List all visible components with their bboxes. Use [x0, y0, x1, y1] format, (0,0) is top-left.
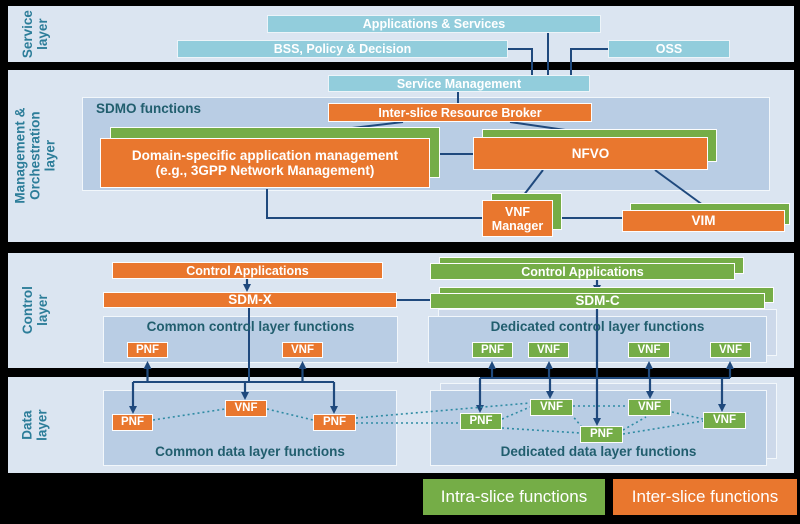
common-data-functions-label: Common data layer functions: [155, 444, 345, 459]
vnf-manager-line2: Manager: [491, 218, 544, 233]
data-common-vnf-box: VNF: [225, 400, 267, 417]
dedicated-control-functions-label: Dedicated control layer functions: [490, 319, 705, 334]
data-dedicated-pnf1-box: PNF: [460, 413, 502, 430]
data-common-pnf2-box: PNF: [313, 414, 356, 431]
sdm-x-box: SDM-X: [103, 292, 397, 308]
vim-box: VIM: [622, 210, 785, 232]
vnf-manager-box: VNF Manager: [482, 200, 553, 237]
sdmo-functions-label: SDMO functions: [96, 101, 201, 116]
domain-app-management-line1: Domain-specific application management: [131, 147, 399, 163]
common-control-functions-label: Common control layer functions: [146, 319, 355, 334]
sdm-c-box: SDM-C: [430, 293, 765, 309]
data-dedicated-pnf2-box: PNF: [580, 426, 623, 443]
domain-app-management-box: Domain-specific application management (…: [100, 138, 430, 188]
control-dedicated-vnf2-box: VNF: [628, 342, 670, 358]
control-dedicated-pnf-box: PNF: [472, 342, 513, 358]
legend-intra-slice: Intra-slice functions: [423, 479, 605, 515]
oss-box: OSS: [608, 40, 730, 58]
data-dedicated-vnf3-box: VNF: [703, 412, 746, 429]
control-common-pnf-box: PNF: [127, 342, 168, 358]
nfvo-box: NFVO: [473, 137, 708, 170]
data-dedicated-vnf2-box: VNF: [628, 399, 671, 416]
service-management-box: Service Management: [328, 75, 590, 92]
control-dedicated-vnf3-box: VNF: [710, 342, 751, 358]
data-dedicated-vnf1-box: VNF: [530, 399, 573, 416]
control-applications-common-box: Control Applications: [112, 262, 383, 279]
legend-inter-slice: Inter-slice functions: [613, 479, 797, 515]
vnf-manager-line1: VNF: [505, 204, 530, 219]
control-dedicated-vnf1-box: VNF: [528, 342, 569, 358]
domain-app-management-line2: (e.g., 3GPP Network Management): [155, 163, 375, 178]
control-applications-dedicated-box: Control Applications: [430, 263, 735, 280]
data-common-pnf1-box: PNF: [112, 414, 153, 431]
bss-policy-decision-box: BSS, Policy & Decision: [177, 40, 508, 58]
inter-slice-resource-broker-box: Inter-slice Resource Broker: [328, 103, 592, 122]
control-common-vnf-box: VNF: [282, 342, 323, 358]
dedicated-data-functions-label: Dedicated data layer functions: [500, 444, 697, 459]
applications-services-box: Applications & Services: [267, 15, 601, 33]
common-control-functions-panel: [103, 316, 398, 363]
